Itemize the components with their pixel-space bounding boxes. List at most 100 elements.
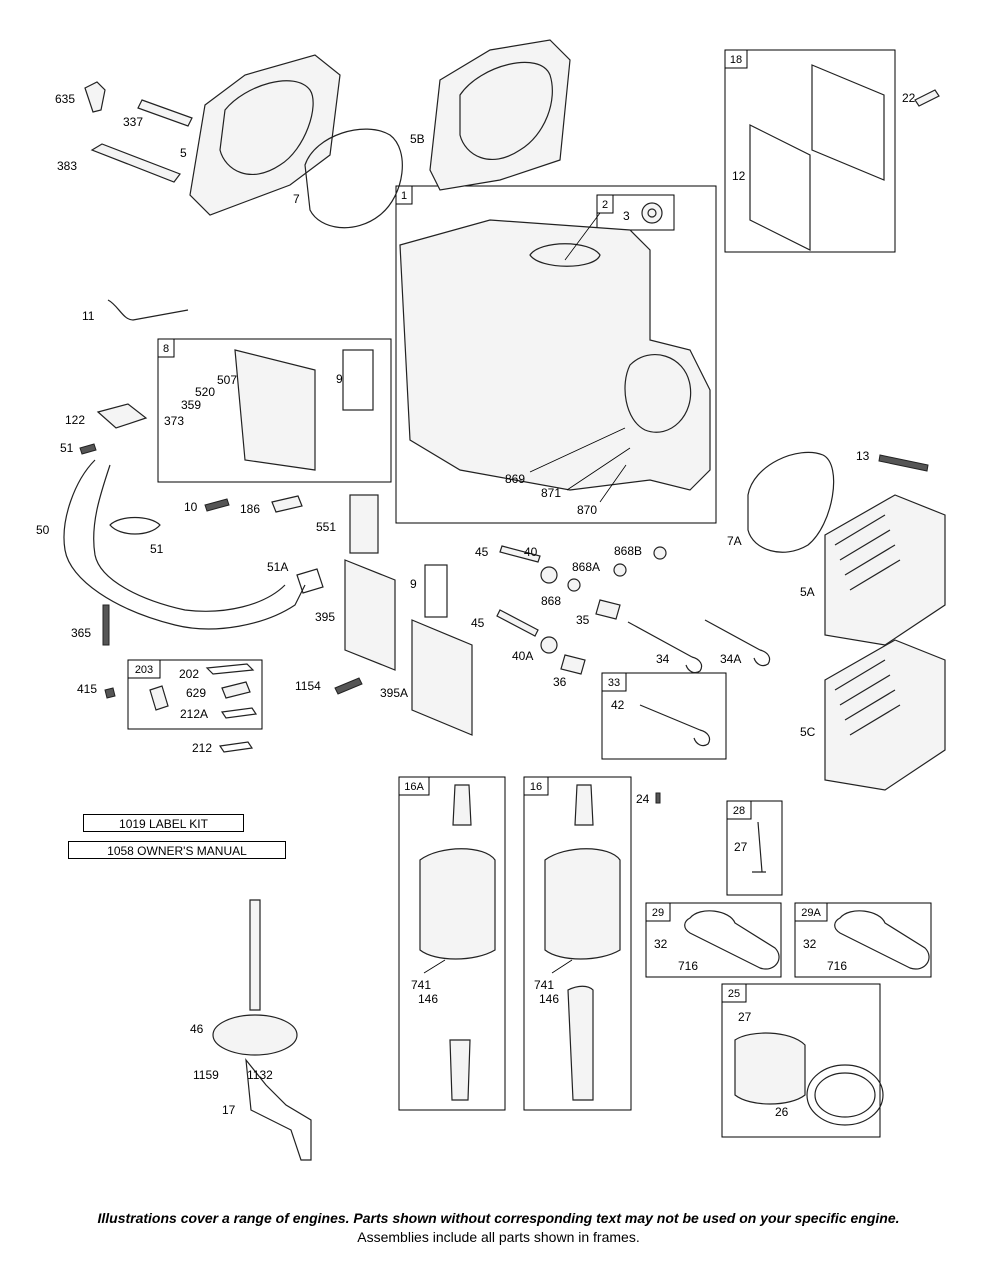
callout-46: 46 (190, 1022, 204, 1036)
callout-17: 17 (222, 1103, 236, 1117)
callout-869: 869 (505, 472, 525, 486)
callout-22: 22 (902, 91, 916, 105)
part-395A-manifold (411, 619, 473, 736)
callout-7: 7 (293, 192, 300, 206)
part-868A-retainer (613, 563, 627, 577)
part-26-rings (806, 1064, 884, 1126)
callout-3: 3 (623, 209, 630, 223)
part-1-engine-block (399, 219, 711, 491)
frame-33-number: 33 (608, 677, 620, 689)
callout-146-16A: 146 (418, 992, 438, 1006)
part-5-cylinder-head (189, 54, 341, 216)
callout-51: 51 (60, 441, 74, 455)
part-5C-fins (834, 659, 901, 736)
frame-28-number: 28 (733, 805, 745, 817)
frame-25-number: 25 (728, 988, 740, 1000)
callout-13: 13 (856, 449, 870, 463)
part-7A-gasket (747, 451, 835, 553)
part-40A-seal (540, 636, 558, 654)
part-365-bolt (102, 604, 110, 646)
part-51-screw (79, 443, 97, 455)
callout-34A: 34A (720, 652, 741, 666)
callout-868B: 868B (614, 544, 642, 558)
footer-assemblies-note: Assemblies include all parts shown in fr… (357, 1229, 640, 1245)
callout-741-16: 741 (534, 978, 554, 992)
part-11-breather-tube (107, 299, 189, 321)
callout-551: 551 (316, 520, 336, 534)
callout-383: 383 (57, 159, 77, 173)
frame-29A: 29A (794, 902, 932, 978)
part-8-breather-plate (234, 349, 316, 471)
callout-51A: 51A (267, 560, 288, 574)
frame-18: 18 (724, 49, 896, 253)
part-16A-crank-nose (452, 784, 472, 826)
frame-2: 2 (596, 194, 675, 231)
callout-32-29: 32 (654, 937, 668, 951)
callout-labels: 635 337 5 383 7 5B 22 12 3 11 9 507 520 … (36, 91, 916, 1119)
part-16-crank-web (544, 848, 621, 960)
part-3-seal-inner (647, 208, 657, 218)
part-25-piston (734, 1032, 806, 1105)
callout-520: 520 (195, 385, 215, 399)
callout-10: 10 (184, 500, 198, 514)
callout-24: 24 (636, 792, 650, 806)
callout-40A: 40A (512, 649, 533, 663)
part-46-cam-gear (212, 1014, 298, 1056)
frame-16-number: 16 (530, 781, 542, 793)
part-42-valve (639, 704, 711, 747)
part-27-rod-bolt (752, 821, 766, 873)
callout-5B: 5B (410, 132, 425, 146)
callout-5C: 5C (800, 725, 816, 739)
frame-203: 203 (127, 659, 263, 730)
part-202-screw (205, 663, 255, 675)
frame-16: 16 (523, 776, 632, 1111)
part-29-connecting-rod (684, 910, 780, 970)
callout-146-16: 146 (539, 992, 559, 1006)
callout-32-29A: 32 (803, 937, 817, 951)
callout-122: 122 (65, 413, 85, 427)
part-40-seal (540, 566, 558, 584)
callout-5: 5 (180, 146, 187, 160)
footer-disclaimer: Illustrations cover a range of engines. … (97, 1210, 900, 1226)
part-50-exhaust-manifold (63, 459, 306, 630)
frame-29A-number: 29A (801, 907, 821, 919)
part-395-manifold (344, 559, 396, 671)
callout-1159: 1159 (193, 1068, 219, 1082)
part-16-crank-pin (567, 985, 594, 1101)
part-1154-screw (334, 677, 363, 695)
part-34-valve (627, 621, 703, 674)
callout-415: 415 (77, 682, 97, 696)
callout-635: 635 (55, 92, 75, 106)
callout-9: 9 (336, 372, 343, 386)
callout-40: 40 (524, 545, 538, 559)
part-35-spring (595, 599, 621, 620)
part-5B-cylinder-head (429, 39, 571, 191)
callout-202: 202 (179, 667, 199, 681)
callout-36: 36 (553, 675, 567, 689)
part-868-retainer (567, 578, 581, 592)
callout-1132: 1132 (247, 1068, 273, 1082)
part-12-gasket (749, 124, 811, 251)
part-22-screw (914, 89, 940, 107)
frame-16A: 16A (398, 776, 506, 1111)
part-3-seal (641, 202, 663, 224)
part-5A-cylinder-head (824, 494, 946, 646)
part-50-exhaust-manifold-inner (93, 464, 286, 612)
part-212A-link (220, 707, 258, 719)
part-9-intake-gasket (424, 564, 448, 618)
callout-42: 42 (611, 698, 625, 712)
part-29A-connecting-rod (834, 910, 930, 970)
callout-11: 11 (82, 309, 95, 323)
part-51A-gasket (296, 568, 324, 594)
frame-28: 28 (726, 800, 783, 896)
callout-12: 12 (732, 169, 746, 183)
callout-871: 871 (541, 486, 561, 500)
part-1-bore (529, 243, 601, 267)
callout-45: 45 (475, 545, 489, 559)
frame-29: 29 (645, 902, 782, 978)
part-24-key (655, 792, 661, 804)
callout-868: 868 (541, 594, 561, 608)
callout-51-gasket: 51 (150, 542, 164, 556)
part-10-screw (204, 498, 230, 512)
part-16A-crank-pin (449, 1039, 471, 1101)
